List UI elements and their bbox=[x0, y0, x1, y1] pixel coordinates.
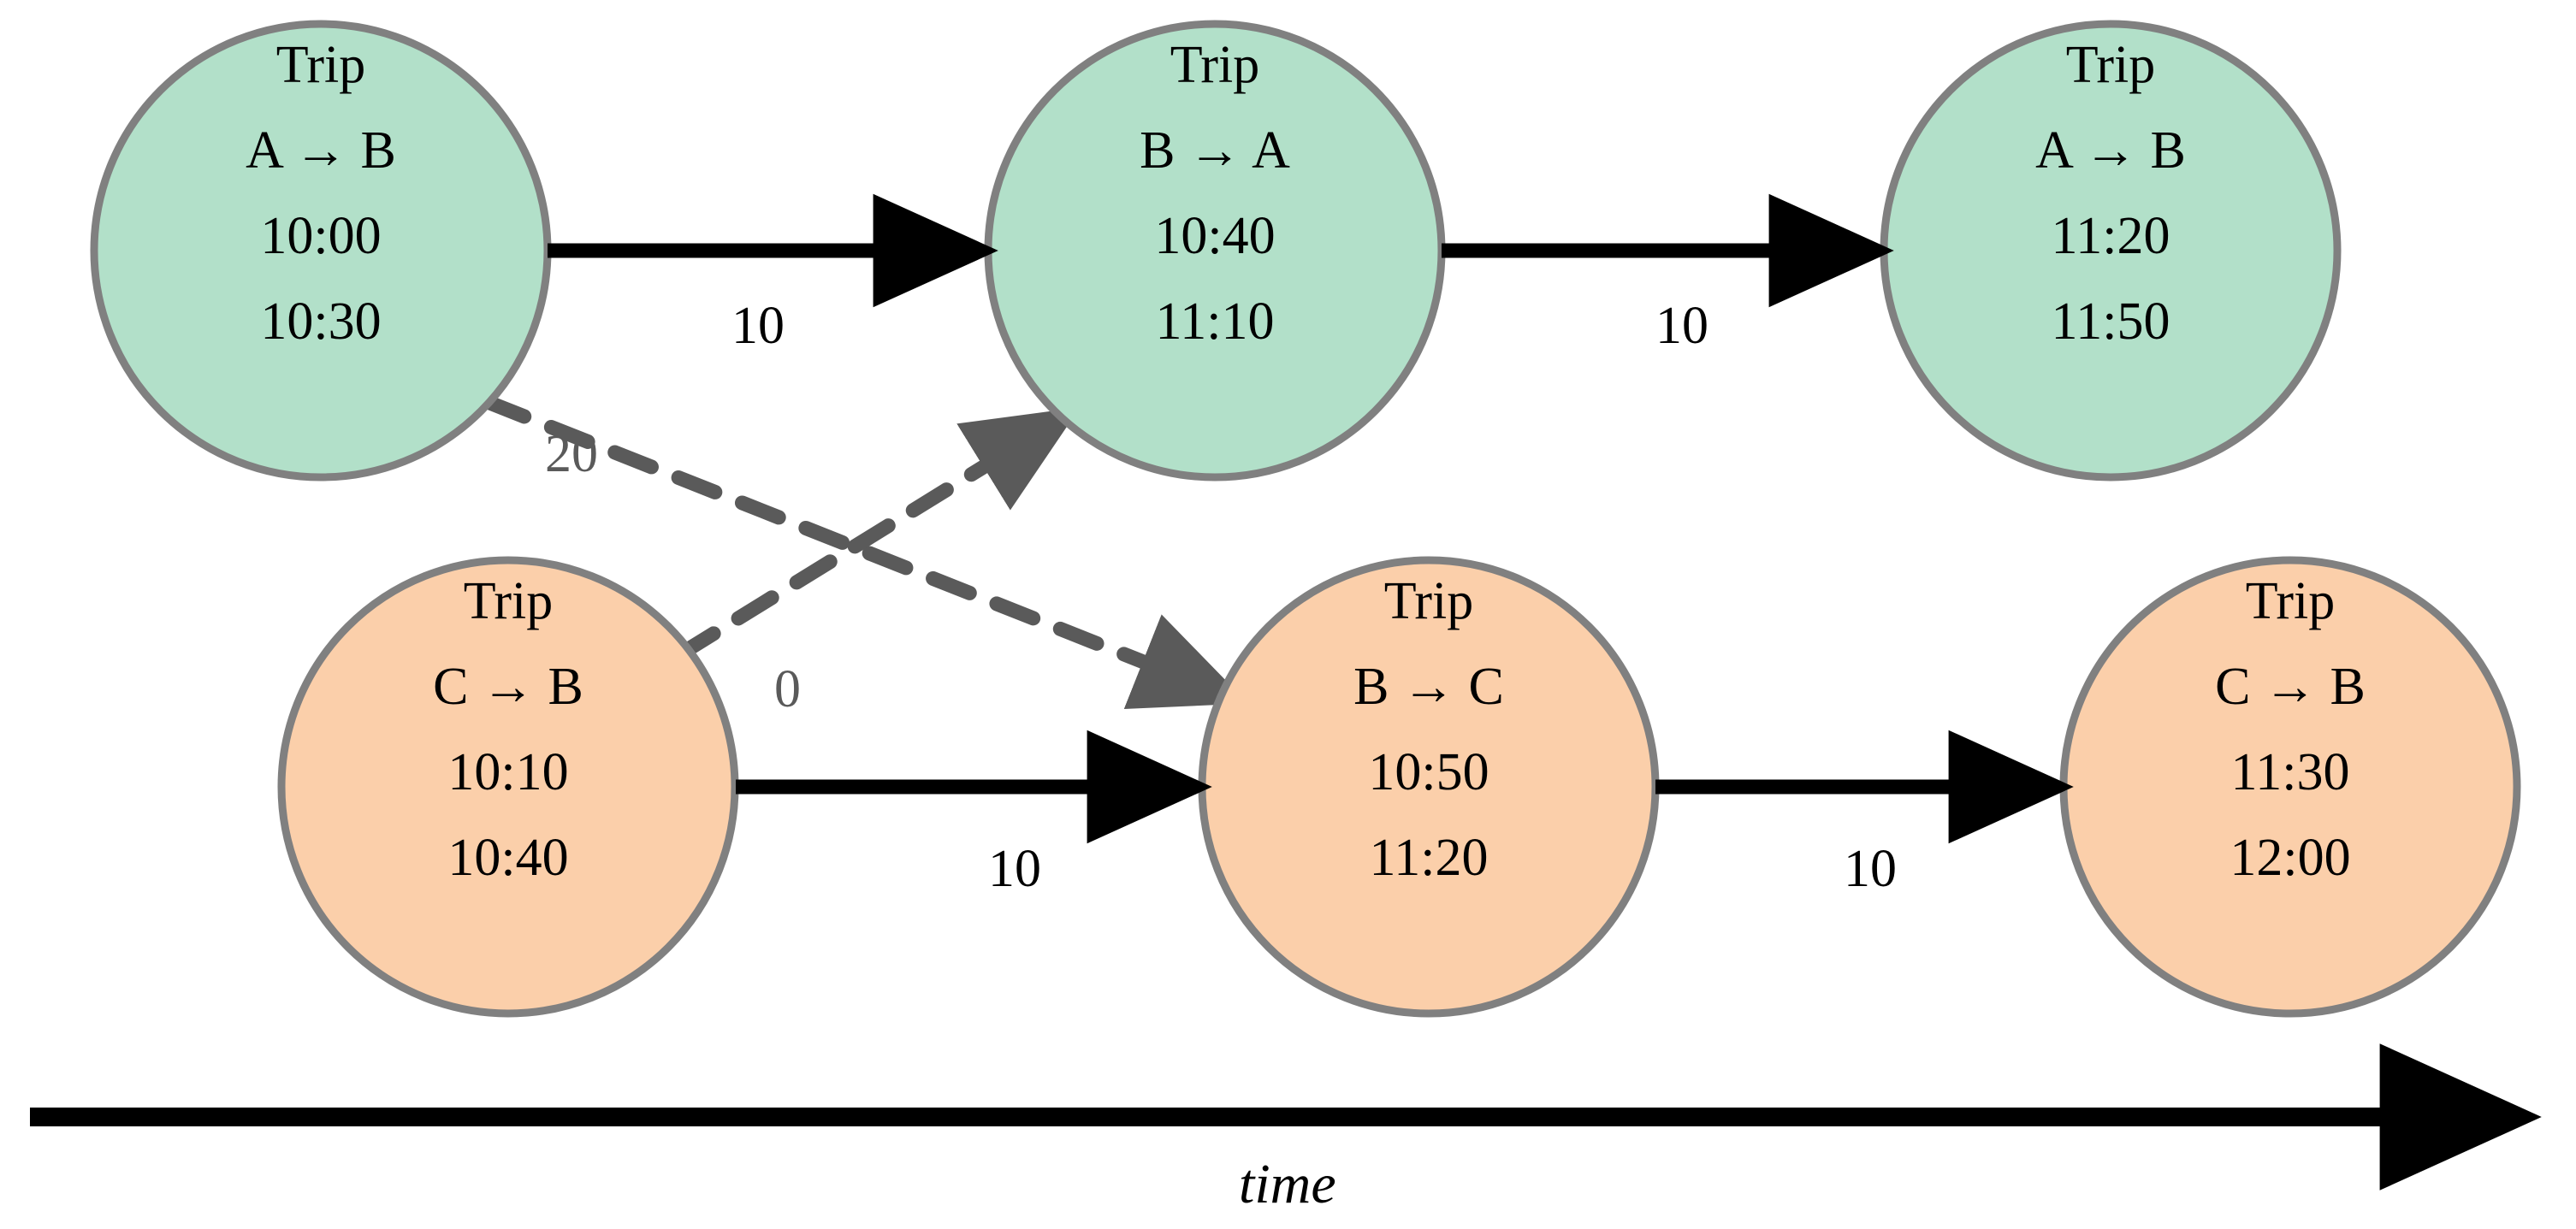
edge-weight-n1-n2: 10 bbox=[731, 297, 785, 355]
edge-weight-n4-n2: 0 bbox=[774, 660, 801, 718]
trip-node-n6[interactable] bbox=[2059, 556, 2521, 1018]
trip-node-n5[interactable] bbox=[1198, 556, 1660, 1018]
edge-weight-n4-n5: 10 bbox=[988, 840, 1041, 898]
nodes-group bbox=[90, 20, 2521, 1018]
trip-node-n4[interactable] bbox=[277, 556, 739, 1018]
trip-node-n3[interactable] bbox=[1880, 20, 2342, 482]
dashed-edges-group bbox=[480, 394, 1248, 709]
edge-n1-to-n5 bbox=[480, 394, 1248, 709]
solid-edges-group bbox=[548, 193, 2074, 844]
edge-weight-n5-n6: 10 bbox=[1844, 840, 1897, 898]
trip-node-n2[interactable] bbox=[984, 20, 1446, 482]
trip-node-n1[interactable] bbox=[90, 20, 552, 482]
time-axis-label: time bbox=[1239, 1153, 1336, 1215]
edge-n4-to-n2 bbox=[672, 407, 1081, 662]
edge-weight-n1-n5: 20 bbox=[545, 425, 598, 483]
edge-weight-n2-n3: 10 bbox=[1655, 297, 1708, 355]
